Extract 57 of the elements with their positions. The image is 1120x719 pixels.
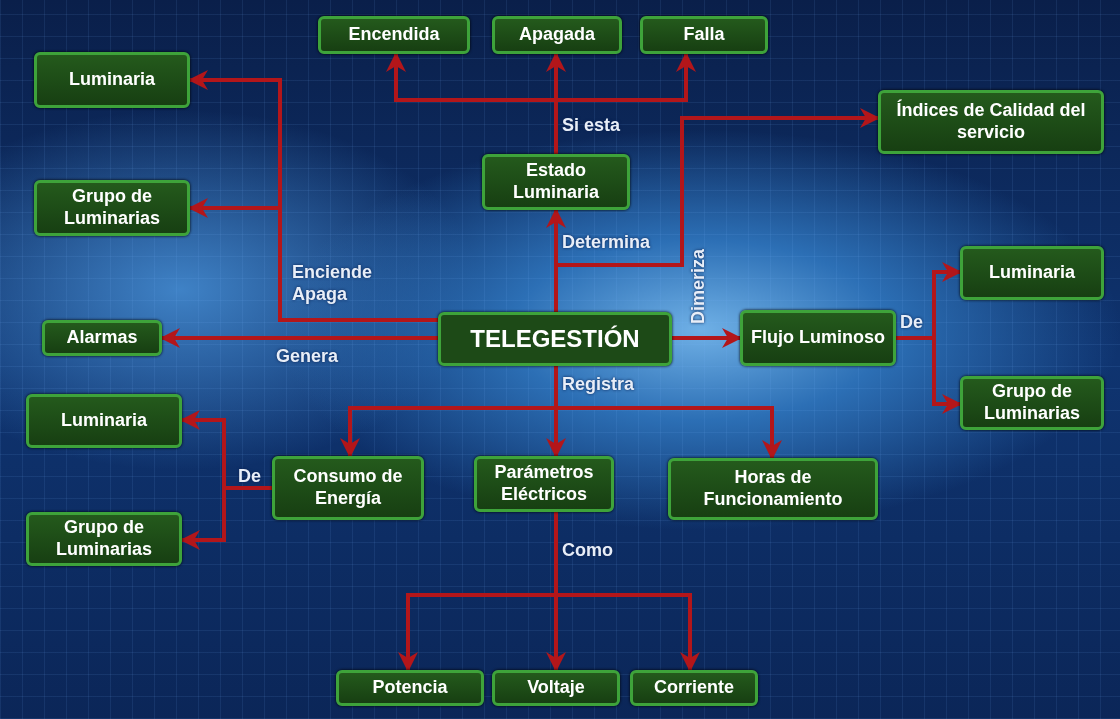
node-label: Potencia bbox=[372, 677, 448, 699]
concept-box bbox=[336, 670, 484, 706]
concept-box bbox=[474, 456, 614, 512]
arrow bbox=[554, 52, 696, 154]
concept-box bbox=[492, 670, 620, 706]
arrow bbox=[180, 486, 272, 550]
node-label: Voltaje bbox=[527, 677, 585, 699]
node-label: Flujo Luminoso bbox=[751, 327, 885, 349]
node-label: Consumo de Energía bbox=[292, 466, 404, 510]
edge-label: Registra bbox=[562, 374, 635, 396]
node-label: Grupo de Luminarias bbox=[63, 186, 161, 230]
node-label: Índices de Calidad del servicio bbox=[895, 100, 1087, 144]
edge-label: Enciende Apaga bbox=[292, 262, 372, 306]
node-label: Alarmas bbox=[66, 327, 138, 349]
node-label: Parámetros Eléctricos bbox=[493, 462, 595, 506]
arrow bbox=[188, 198, 438, 322]
node-label: Encendida bbox=[348, 24, 440, 46]
node-label: Horas de Funcionamiento bbox=[702, 467, 844, 511]
concept-box bbox=[492, 16, 622, 54]
arrow bbox=[672, 328, 742, 348]
edge-label: Determina bbox=[562, 232, 651, 254]
concept-box bbox=[318, 16, 470, 54]
concept-box bbox=[960, 376, 1104, 430]
concept-box bbox=[630, 670, 758, 706]
concept-box bbox=[482, 154, 630, 210]
concept-box bbox=[668, 458, 878, 520]
concept-box bbox=[34, 52, 190, 108]
node-label: Luminaria bbox=[989, 262, 1075, 284]
concept-box bbox=[42, 320, 162, 356]
edge-label: Como bbox=[562, 540, 613, 562]
node-label: Apagada bbox=[519, 24, 595, 46]
concept-box bbox=[272, 456, 424, 520]
edge-label: De bbox=[900, 312, 923, 334]
arrow bbox=[554, 366, 782, 460]
node-label: Luminaria bbox=[69, 69, 155, 91]
arrow bbox=[554, 108, 880, 312]
edge-label: Dimeriza bbox=[688, 248, 709, 324]
arrow bbox=[160, 328, 438, 348]
edge-label: De bbox=[238, 466, 261, 488]
edge-label: Si esta bbox=[562, 115, 621, 137]
concept-box bbox=[26, 512, 182, 566]
concept-box bbox=[878, 90, 1104, 154]
concept-box bbox=[34, 180, 190, 236]
node-label: Falla bbox=[683, 24, 725, 46]
edge-label: Genera bbox=[276, 346, 339, 368]
concept-box bbox=[960, 246, 1104, 300]
concept-box bbox=[640, 16, 768, 54]
node-label: Grupo de Luminarias bbox=[55, 517, 153, 561]
node-label: TELEGESTIÓN bbox=[470, 324, 640, 354]
concept-box bbox=[26, 394, 182, 448]
node-label: Corriente bbox=[654, 677, 734, 699]
concept-box bbox=[740, 310, 896, 366]
arrow bbox=[554, 512, 700, 672]
central-concept-box bbox=[438, 312, 672, 366]
node-label: Luminaria bbox=[61, 410, 147, 432]
node-label: Grupo de Luminarias bbox=[983, 381, 1081, 425]
node-label: Estado Luminaria bbox=[512, 160, 600, 204]
